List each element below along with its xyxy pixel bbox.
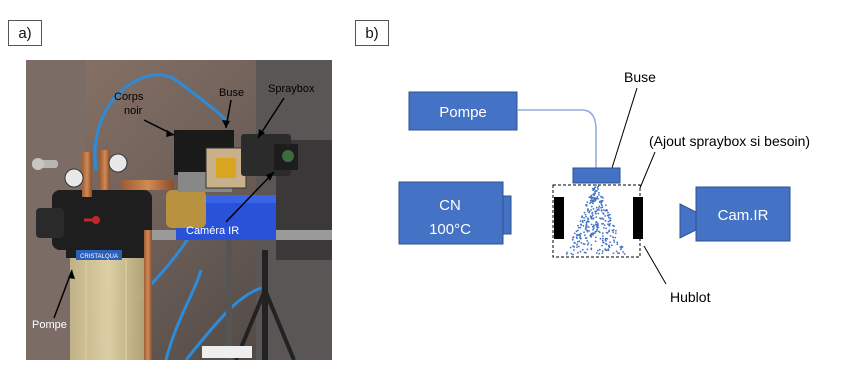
pump-brand-text: CRISTALQUA xyxy=(80,254,118,260)
cn-text-line2: 100°C xyxy=(429,221,471,238)
arrow-camera xyxy=(225,171,275,223)
supply-pipe xyxy=(517,109,597,168)
buse-nozzle xyxy=(572,167,621,184)
hublot-leader xyxy=(643,245,667,285)
cn-box xyxy=(398,181,504,245)
buse-leader xyxy=(611,87,638,169)
spraybox-leader xyxy=(639,151,656,189)
label-noir: noir xyxy=(124,105,143,117)
cam-ir-text: Cam.IR xyxy=(718,207,769,224)
hublot-left xyxy=(554,197,564,239)
cam-ir-box xyxy=(695,186,791,242)
cn-nozzle xyxy=(502,195,512,235)
schematic-diagram: Pompe Buse (Ajout spraybox si besoin) CN… xyxy=(360,40,846,365)
pompe-text: Pompe xyxy=(439,104,487,121)
pompe-box xyxy=(408,91,518,131)
setup-photo: CRISTALQUA Corps noir Buse Spraybox Camé… xyxy=(26,60,332,360)
spraybox-dashed-box xyxy=(552,184,641,258)
hublot-right xyxy=(633,197,643,239)
label-pompe-photo: Pompe xyxy=(32,319,67,331)
buse-label: Buse xyxy=(624,69,656,85)
cn-text-line1: CN xyxy=(439,197,461,214)
cam-lens xyxy=(679,203,697,239)
label-spraybox: Spraybox xyxy=(268,83,315,95)
label-camera-ir: Caméra IR xyxy=(186,225,239,237)
spray-cone xyxy=(565,184,626,256)
label-corps: Corps xyxy=(114,91,144,103)
panel-a-label: a) xyxy=(8,20,42,46)
label-buse: Buse xyxy=(219,87,244,99)
spraybox-note: (Ajout spraybox si besoin) xyxy=(649,133,810,149)
panel-b-label: b) xyxy=(355,20,389,46)
hublot-label: Hublot xyxy=(670,289,711,305)
